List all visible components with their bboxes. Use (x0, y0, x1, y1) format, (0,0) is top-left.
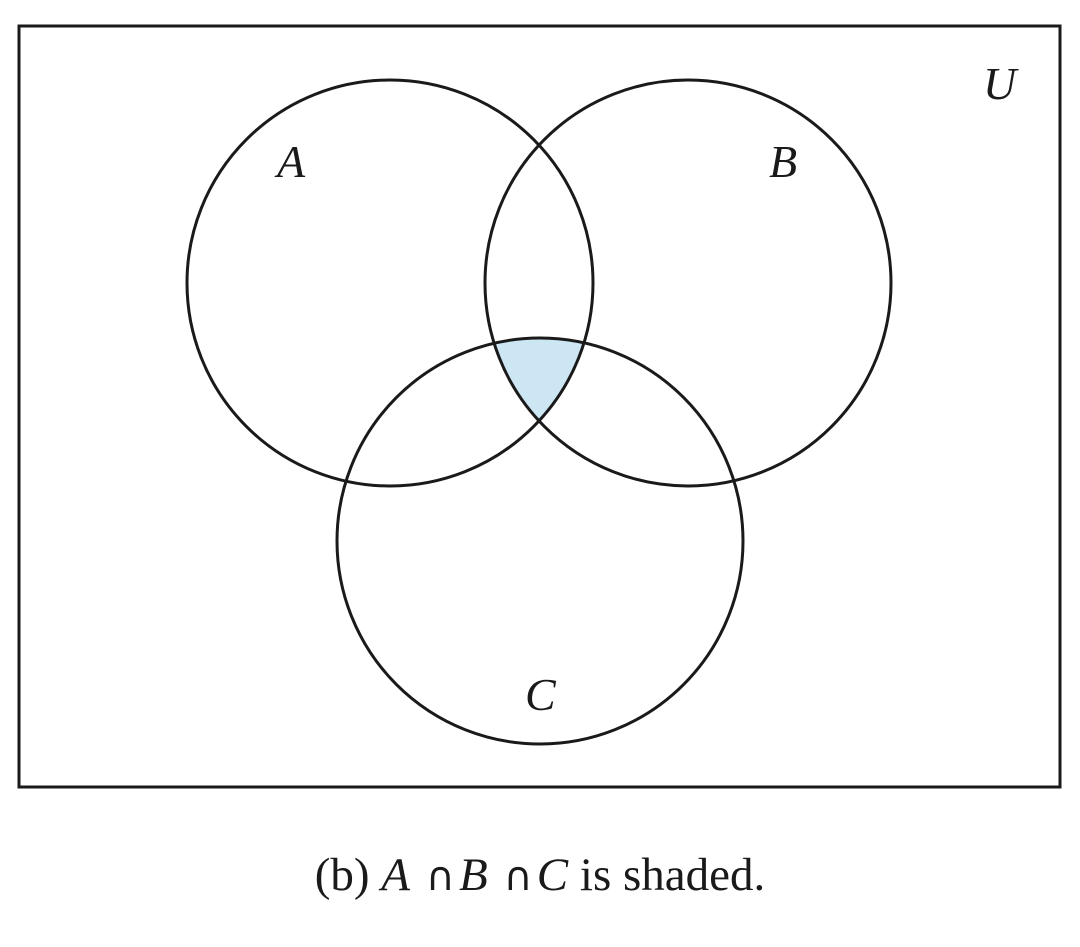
caption-prefix: (b) (314, 849, 370, 901)
caption-intersection-2: ∩ (503, 854, 533, 900)
set-circle-b (483, 78, 893, 488)
set-label-a: A (274, 136, 306, 187)
universe-rectangle (17, 24, 1062, 789)
caption-set-b: B (459, 849, 488, 901)
caption-intersection-1: ∩ (425, 854, 456, 900)
caption-suffix: is shaded. (579, 849, 766, 901)
venn-diagram: U A B C (17, 24, 1062, 789)
set-label-c: C (525, 669, 557, 720)
caption-set-c: C (536, 849, 569, 901)
universe-label: U (983, 58, 1019, 109)
figure-caption: (b) A ∩B ∩C is shaded. (0, 852, 1080, 899)
set-label-b: B (769, 136, 797, 187)
set-circle-c (335, 336, 745, 746)
set-circle-a (185, 78, 595, 488)
caption-set-a: A (381, 849, 410, 901)
